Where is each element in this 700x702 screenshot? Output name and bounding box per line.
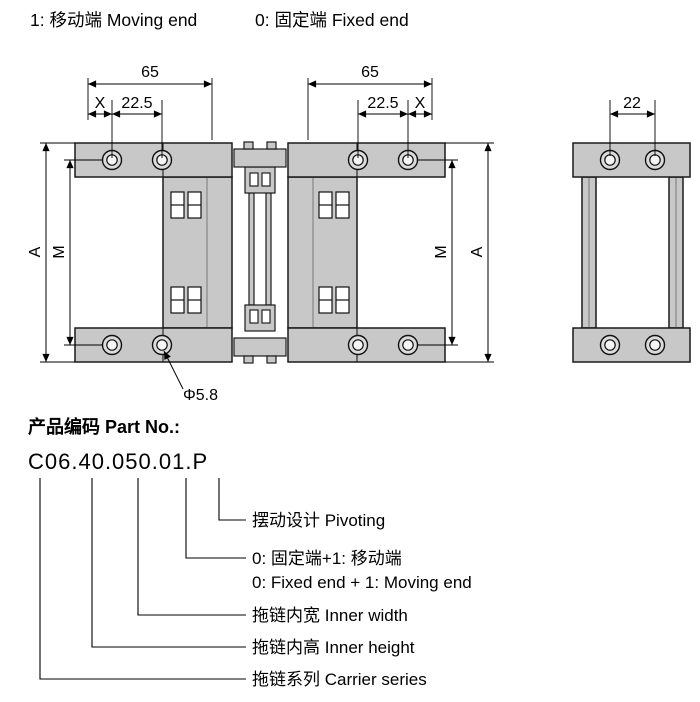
joint-tab	[266, 141, 277, 150]
pin-slot	[318, 191, 333, 219]
joint-body-top	[233, 148, 287, 168]
connector-hole	[249, 172, 259, 187]
connector-hole	[249, 309, 259, 324]
callout-line-end-type	[185, 478, 246, 559]
connector-hole	[261, 309, 271, 324]
side-bottom-bar	[572, 327, 691, 363]
legend-moving-end: 1: 移动端 Moving end	[30, 10, 197, 30]
dim-width-left: 65	[141, 64, 159, 81]
callout-end-type: 0: 固定端+1: 移动端	[252, 549, 402, 568]
mounting-hole	[151, 334, 173, 356]
callout-inner-height: 拖链内高 Inner height	[252, 638, 415, 657]
dim-width-right: 65	[361, 64, 379, 81]
dim-pitch-right: 22.5	[367, 95, 398, 112]
pin-slot	[170, 191, 185, 219]
center-strip	[265, 192, 272, 306]
pin-slot	[335, 191, 350, 219]
joint-tab	[243, 355, 254, 364]
dim-x-right: X	[415, 95, 426, 112]
dim-side-width: 22	[623, 95, 641, 112]
connector-hole	[261, 172, 271, 187]
part-number-code: C06.40.050.01.P	[28, 449, 208, 474]
joint-tab	[243, 141, 254, 150]
dim-height-inner-left: M	[51, 245, 68, 258]
callout-carrier-series: 拖链系列 Carrier series	[252, 670, 427, 689]
dim-height-inner-right: M	[433, 245, 450, 258]
pin-slot	[187, 286, 202, 314]
callout-inner-width: 拖链内宽 Inner width	[252, 606, 408, 625]
mounting-hole	[397, 334, 419, 356]
pin-slot	[187, 191, 202, 219]
callout-pivoting: 摆动设计 Pivoting	[252, 511, 385, 530]
callout-line-inner-width	[137, 478, 246, 616]
dim-pitch-left: 22.5	[121, 95, 152, 112]
dim-x-left: X	[95, 95, 106, 112]
part-number-section: 产品编码 Part No.: C06.40.050.01.P 摆动设计 Pivo…	[28, 416, 472, 689]
dim-height-outer-left: A	[27, 246, 44, 257]
mounting-hole	[644, 334, 666, 356]
side-view	[572, 142, 691, 363]
callout-end-type-en: 0: Fixed end + 1: Moving end	[252, 573, 472, 592]
legend-fixed-end: 0: 固定端 Fixed end	[255, 10, 409, 30]
callout-line-carrier-series	[39, 478, 246, 680]
side-top-bar	[572, 142, 691, 178]
callout-line-inner-height	[91, 478, 246, 648]
dim-hole-diameter: Φ5.8	[183, 387, 218, 404]
leader-line	[163, 350, 184, 390]
mounting-hole	[101, 334, 123, 356]
mounting-hole	[347, 334, 369, 356]
center-strip	[248, 192, 255, 306]
pin-slot	[318, 286, 333, 314]
joint-tab	[266, 355, 277, 364]
mounting-hole	[599, 334, 621, 356]
part-number-label: 产品编码 Part No.:	[28, 416, 180, 437]
callout-line-pivoting	[218, 478, 246, 521]
pin-slot	[335, 286, 350, 314]
dim-height-outer-right: A	[469, 246, 486, 257]
joint-body-bottom	[233, 337, 287, 357]
pin-slot	[170, 286, 185, 314]
front-view	[74, 141, 446, 364]
dimensions: 65 65 X 22.5 22.5 X A M M A Φ5.8 22	[27, 64, 656, 404]
